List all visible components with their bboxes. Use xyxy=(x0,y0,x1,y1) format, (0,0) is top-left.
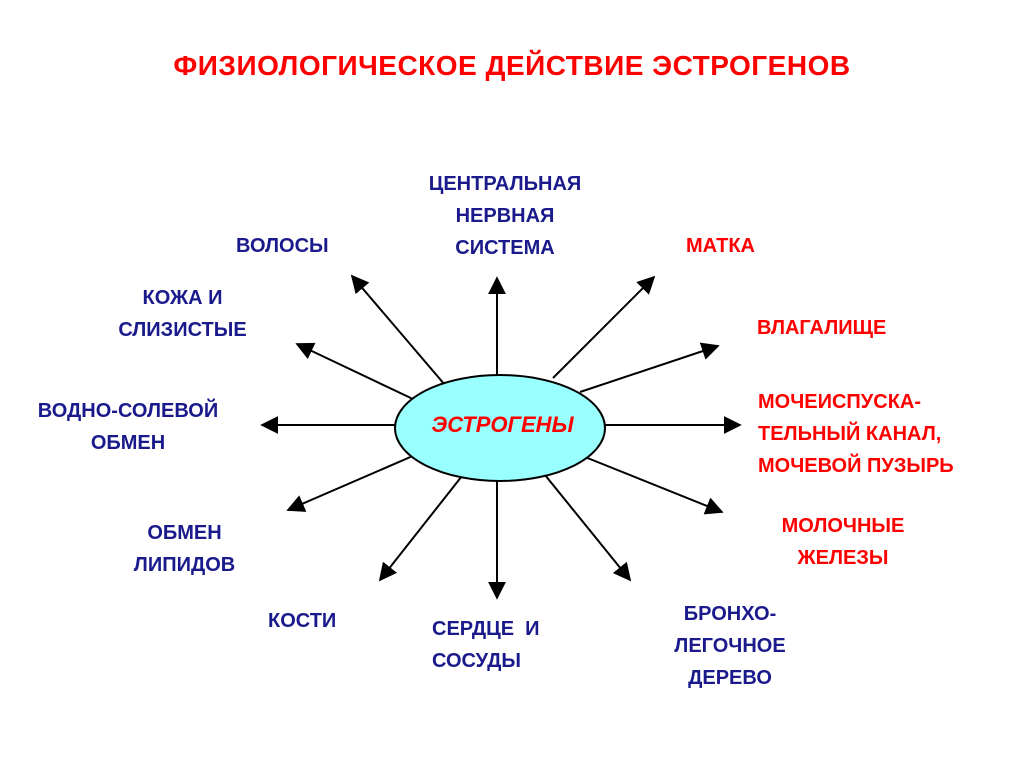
arrow-skin xyxy=(295,342,416,401)
arrow-bronchi xyxy=(544,474,632,582)
estrogen-ellipse xyxy=(394,374,606,482)
arrow-uterus xyxy=(552,275,656,379)
arrow-bones xyxy=(378,475,463,582)
label-vagina: ВЛАГАЛИЩЕ xyxy=(757,317,887,339)
label-urethra: МОЧЕИСПУСКА-ТЕЛЬНЫЙ КАНАЛ,МОЧЕВОЙ ПУЗЫРЬ xyxy=(758,391,954,477)
label-uterus: МАТКА xyxy=(686,235,755,257)
page-title: ФИЗИОЛОГИЧЕСКОЕ ДЕЙСТВИЕ ЭСТРОГЕНОВ xyxy=(173,50,851,81)
label-hair: ВОЛОСЫ xyxy=(236,235,329,257)
arrow-vagina xyxy=(579,342,720,393)
arrow-mammary xyxy=(579,454,724,515)
label-bones: КОСТИ xyxy=(268,610,337,632)
center-label: ЭСТРОГЕНЫ xyxy=(431,412,574,437)
arrow-hair xyxy=(350,274,446,386)
arrow-lipids xyxy=(286,454,416,512)
